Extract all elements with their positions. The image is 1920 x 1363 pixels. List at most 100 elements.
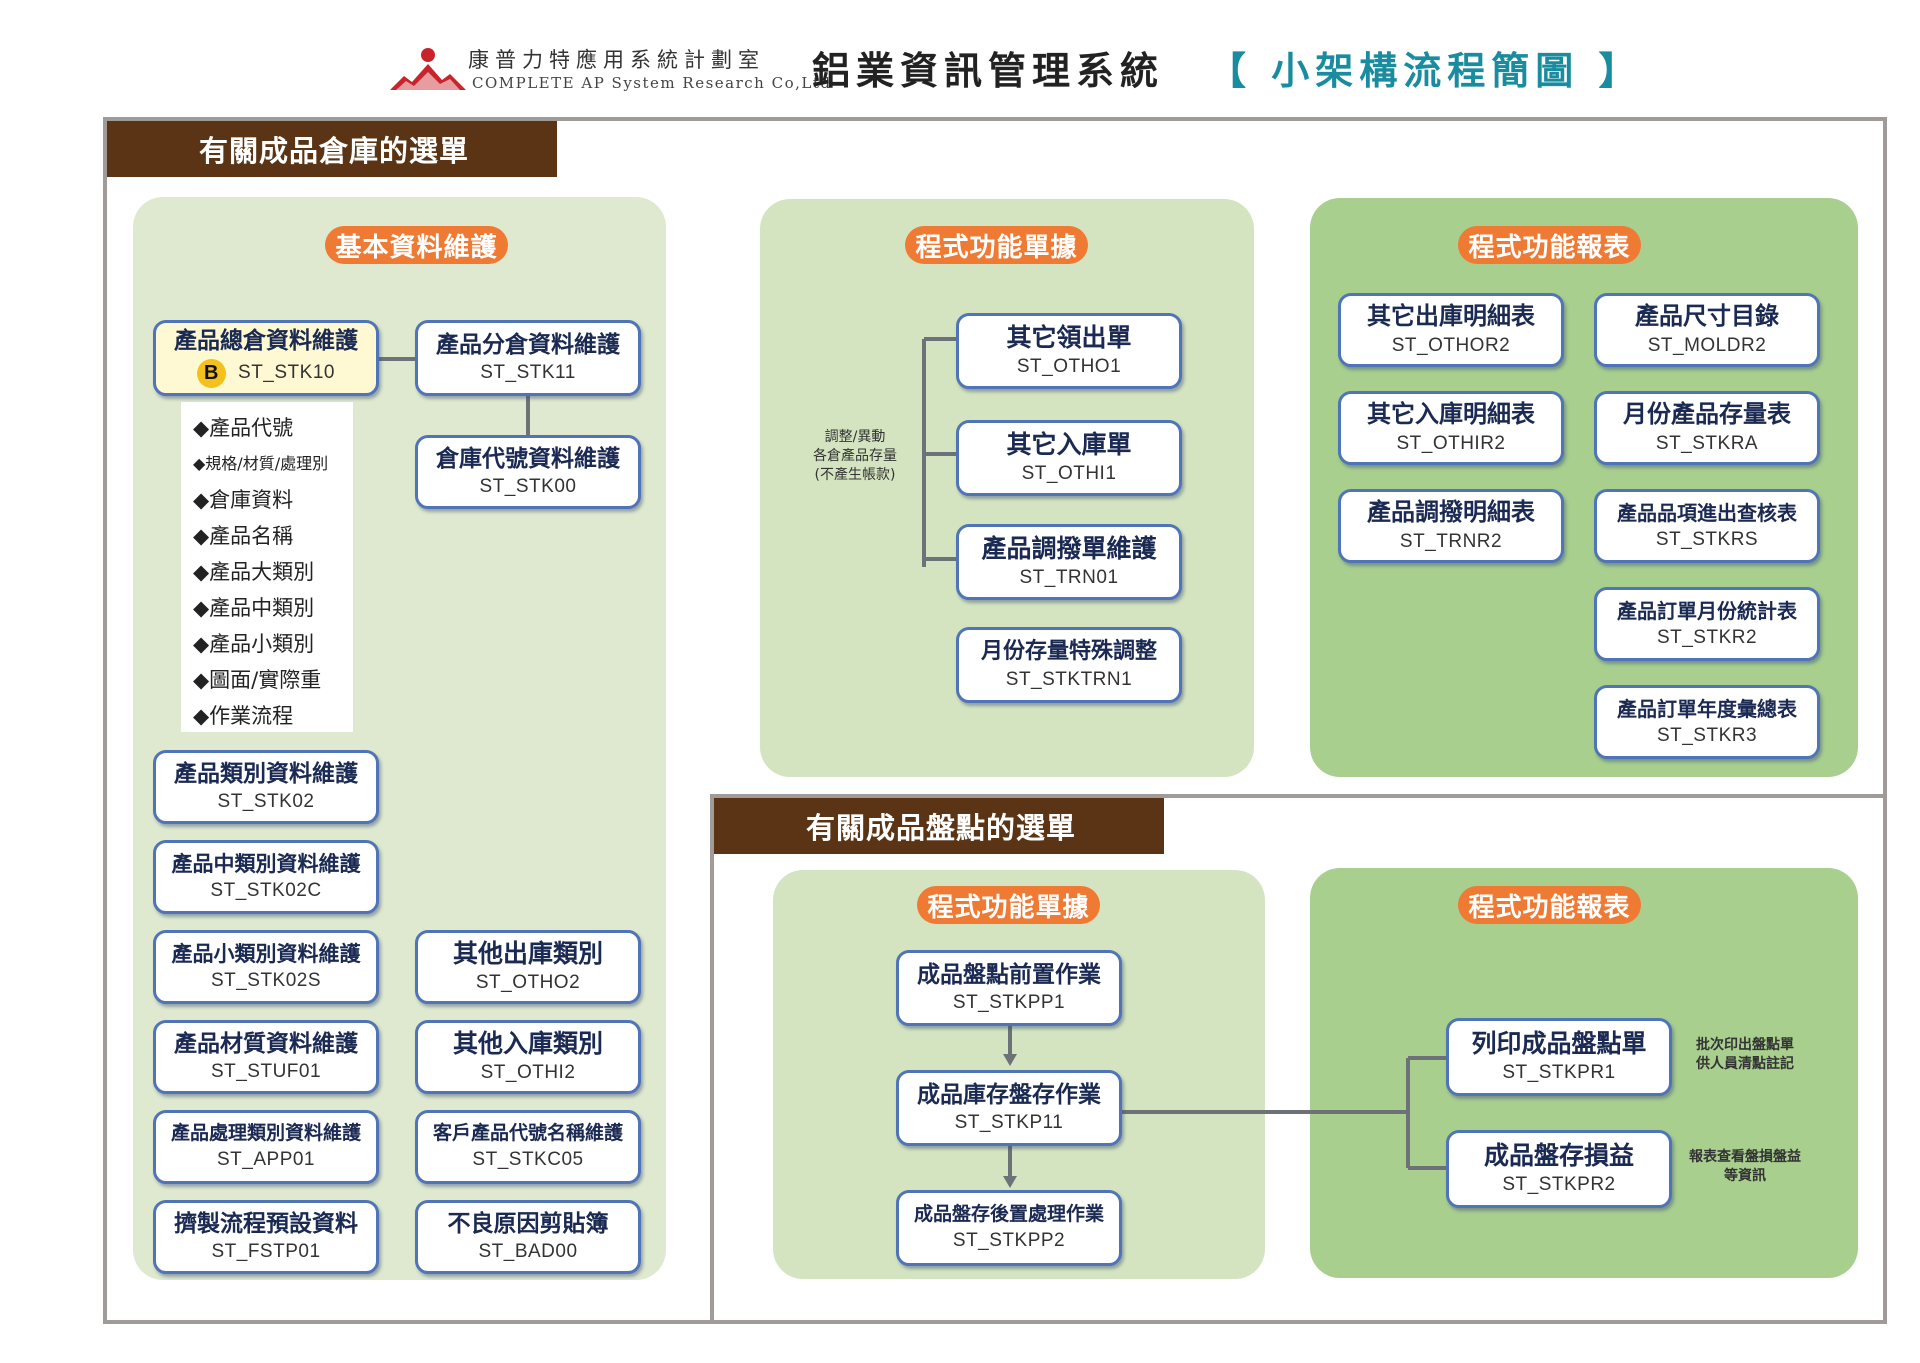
mountain-sun-logo-icon [390, 48, 466, 90]
box-code: ST_TRNR2 [1399, 530, 1503, 552]
inventory-documents-pill: 程式功能單據 [917, 886, 1100, 924]
extrusion-flow-default-box[interactable]: 擠製流程預設資料 ST_FSTP01 [153, 1200, 379, 1274]
box-title: 產品訂單月份統計表 [1617, 598, 1797, 623]
box-code: ST_STKR2 [1656, 626, 1758, 648]
box-title: 產品分倉資料維護 [436, 331, 620, 358]
diagram-title: 【 小架構流程簡圖 】 [1208, 49, 1643, 93]
box-title: 產品處理類別資料維護 [170, 1122, 361, 1145]
box-code: ST_STKTRN1 [1005, 668, 1133, 690]
product-branch-warehouse-box[interactable]: 產品分倉資料維護 ST_STK11 [415, 320, 641, 396]
company-name-en: COMPLETE AP System Research Co,Ltd [472, 74, 832, 92]
other-outbound-type-box[interactable]: 其他出庫類別 ST_OTHO2 [415, 930, 641, 1004]
count-post-processing-box[interactable]: 成品盤存後置處理作業 ST_STKPP2 [896, 1190, 1122, 1266]
count-profit-loss-note: 報表查看盤損盤益 等資訊 [1680, 1148, 1810, 1186]
count-preparation-box[interactable]: 成品盤點前置作業 ST_STKPP1 [896, 950, 1122, 1026]
stock-count-box[interactable]: 成品庫存盤存作業 ST_STKP11 [896, 1070, 1122, 1146]
box-title: 其他出庫類別 [452, 938, 603, 968]
system-name: 鋁業資訊管理系統 [812, 49, 1165, 93]
product-transfer-detail-report-box[interactable]: 產品調撥明細表 ST_TRNR2 [1338, 489, 1564, 563]
product-attribute-list: ◆產品代號 ◆規格/材質/處理別 ◆倉庫資料 ◆產品名稱 ◆產品大類別 ◆產品中… [181, 402, 353, 732]
letter-b-badge-icon: B [197, 358, 227, 388]
item-inout-audit-report-box[interactable]: 產品品項進出查核表 ST_STKRS [1594, 489, 1820, 563]
count-profit-loss-box[interactable]: 成品盤存損益 ST_STKPR2 [1446, 1130, 1672, 1208]
box-code: ST_STKPR1 [1502, 1062, 1616, 1084]
attribute-item: ◆產品代號 [193, 416, 294, 440]
box-title: 其它領出單 [1006, 322, 1132, 352]
product-mid-category-box[interactable]: 產品中類別資料維護 ST_STK02C [153, 840, 379, 914]
box-code: ST_STUF01 [210, 1061, 322, 1083]
other-issue-slip-box[interactable]: 其它領出單 ST_OTHO1 [956, 313, 1182, 389]
company-name: 康普力特應用系統計劃室 [468, 48, 765, 72]
attribute-item: ◆圖面/實際重 [193, 668, 322, 692]
print-count-sheet-box[interactable]: 列印成品盤點單 ST_STKPR1 [1446, 1018, 1672, 1096]
other-inbound-type-box[interactable]: 其他入庫類別 ST_OTHI2 [415, 1020, 641, 1094]
box-code: ST_STK02S [210, 970, 322, 992]
box-title: 成品盤點前置作業 [917, 961, 1101, 988]
order-annual-summary-report-box[interactable]: 產品訂單年度彙總表 ST_STKR3 [1594, 685, 1820, 759]
other-receipt-slip-box[interactable]: 其它入庫單 ST_OTHI1 [956, 420, 1182, 496]
box-title: 產品訂單年度彙總表 [1617, 696, 1797, 721]
note-line: 供人員清點註記 [1696, 1056, 1794, 1072]
box-code: ST_FSTP01 [211, 1241, 321, 1263]
box-title: 成品盤存後置處理作業 [913, 1203, 1104, 1226]
box-title: 不良原因剪貼簿 [447, 1210, 609, 1237]
box-code: ST_STKRS [1655, 528, 1759, 550]
note-line: 報表查看盤損盤益 [1689, 1149, 1801, 1165]
attribute-item: ◆產品大類別 [193, 560, 315, 584]
box-title: 擠製流程預設資料 [174, 1210, 358, 1237]
product-process-type-box[interactable]: 產品處理類別資料維護 ST_APP01 [153, 1110, 379, 1184]
other-inbound-detail-report-box[interactable]: 其它入庫明細表 ST_OTHIR2 [1338, 391, 1564, 465]
box-title: 成品庫存盤存作業 [917, 1081, 1101, 1108]
print-count-sheet-note: 批次印出盤點單 供人員清點註記 [1680, 1036, 1810, 1074]
box-code: ST_STKP11 [954, 1112, 1064, 1134]
box-code: ST_MOLDR2 [1647, 334, 1767, 356]
box-title: 產品調撥單維護 [981, 533, 1157, 563]
other-outbound-detail-report-box[interactable]: 其它出庫明細表 ST_OTHOR2 [1338, 293, 1564, 367]
box-title: 列印成品盤點單 [1471, 1028, 1647, 1058]
attribute-item: ◆產品小類別 [193, 632, 315, 656]
order-monthly-stats-report-box[interactable]: 產品訂單月份統計表 ST_STKR2 [1594, 587, 1820, 661]
basic-maintenance-pill: 基本資料維護 [325, 226, 508, 264]
box-title: 產品小類別資料維護 [171, 941, 361, 966]
note-line: 各倉產品存量 [813, 448, 897, 464]
monthly-stock-report-box[interactable]: 月份產品存量表 ST_STKRA [1594, 391, 1820, 465]
box-code: ST_APP01 [217, 1148, 315, 1170]
box-code: ST_STK00 [479, 476, 577, 498]
box-code: ST_STK02 [217, 791, 315, 813]
customer-product-code-box[interactable]: 客戶產品代號名稱維護 ST_STKC05 [415, 1110, 641, 1184]
product-sub-category-box[interactable]: 產品小類別資料維護 ST_STK02S [153, 930, 379, 1004]
box-title: 其它入庫單 [1006, 429, 1132, 459]
attribute-item: ◆倉庫資料 [193, 488, 294, 512]
box-code: ST_OTHO2 [475, 972, 581, 994]
box-code: ST_OTHO1 [1016, 356, 1122, 378]
box-title: 成品盤存損益 [1483, 1140, 1634, 1170]
attribute-item: ◆作業流程 [193, 704, 294, 728]
attribute-item: ◆產品名稱 [193, 524, 294, 548]
warehouse-section-title: 有關成品倉庫的選單 [107, 121, 557, 177]
box-title: 產品類別資料維護 [174, 760, 358, 787]
box-title: 其它出庫明細表 [1367, 302, 1535, 331]
product-transfer-slip-box[interactable]: 產品調撥單維護 ST_TRN01 [956, 524, 1182, 600]
box-code: ST_STK11 [480, 362, 576, 384]
box-title: 月份產品存量表 [1623, 400, 1791, 429]
defect-reason-clipboard-box[interactable]: 不良原因剪貼簿 ST_BAD00 [415, 1200, 641, 1274]
product-master-warehouse-box[interactable]: 產品總倉資料維護 B ST_STK10 [153, 320, 379, 396]
adjustment-note: 調整/異動 各倉產品存量 (不產生帳款) [795, 428, 915, 485]
note-line: 等資訊 [1724, 1168, 1766, 1184]
box-title: 產品總倉資料維護 [174, 328, 358, 355]
attribute-item: ◆產品中類別 [193, 596, 315, 620]
box-title: 其他入庫類別 [452, 1028, 603, 1058]
box-title: 產品材質資料維護 [174, 1030, 358, 1057]
warehouse-code-box[interactable]: 倉庫代號資料維護 ST_STK00 [415, 435, 641, 509]
box-code: ST_STKPR2 [1502, 1174, 1616, 1196]
monthly-stock-adjustment-box[interactable]: 月份存量特殊調整 ST_STKTRN1 [956, 627, 1182, 703]
box-title: 產品品項進出查核表 [1617, 500, 1797, 525]
product-size-catalog-box[interactable]: 產品尺寸目錄 ST_MOLDR2 [1594, 293, 1820, 367]
box-title: 產品調撥明細表 [1367, 498, 1535, 527]
product-material-box[interactable]: 產品材質資料維護 ST_STUF01 [153, 1020, 379, 1094]
inventory-reports-pill: 程式功能報表 [1458, 886, 1641, 924]
warehouse-documents-pill: 程式功能單據 [905, 226, 1088, 264]
box-code: ST_TRN01 [1019, 567, 1119, 589]
product-category-box[interactable]: 產品類別資料維護 ST_STK02 [153, 750, 379, 824]
box-title: 月份存量特殊調整 [980, 639, 1157, 665]
